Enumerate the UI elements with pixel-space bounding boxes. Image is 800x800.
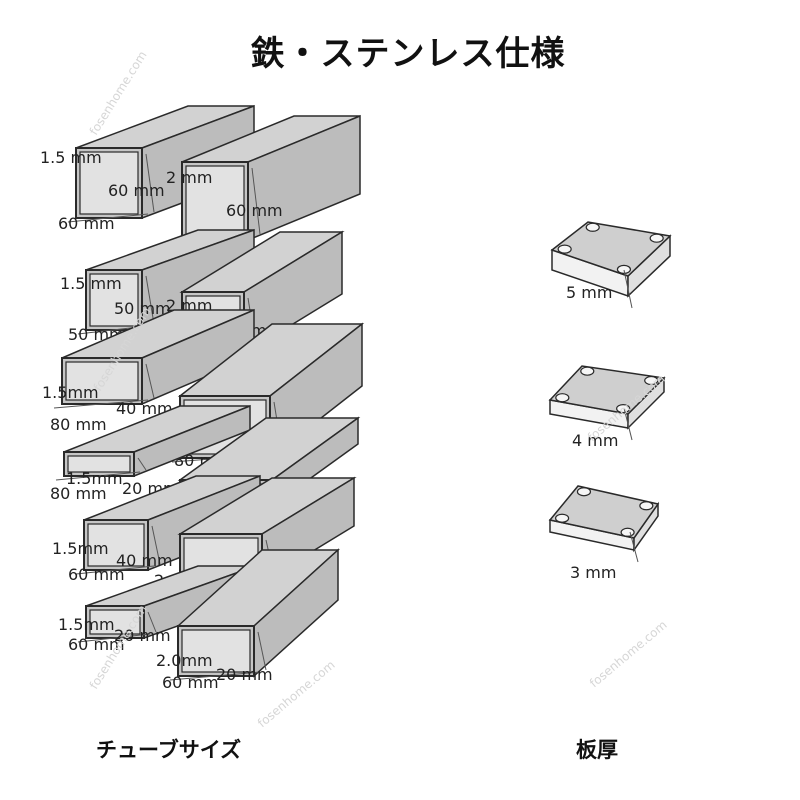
- tube-width-label: 60 mm: [58, 214, 115, 233]
- mounting-hole: [557, 244, 572, 254]
- tube-thickness-label: 2 mm: [166, 168, 212, 187]
- tube-height-label: 50 mm: [114, 299, 171, 318]
- tube-hollow: [181, 629, 251, 673]
- tube-hollow: [89, 609, 141, 635]
- caption-plate-thickness: 板厚: [576, 738, 618, 762]
- plate-top-face: [550, 221, 672, 277]
- dimension-line: [629, 531, 639, 563]
- tube-width-label: 60 mm: [68, 635, 125, 654]
- tube-width-label: 60 mm: [162, 673, 219, 692]
- dimension-line: [251, 167, 261, 235]
- tube-hollow: [65, 361, 139, 401]
- tube-thickness-label: 1.5mm: [58, 615, 115, 634]
- dimension-line: [67, 213, 149, 223]
- tube-height-label: 40 mm: [116, 399, 173, 418]
- plate-thickness-label: 3 mm: [570, 563, 616, 582]
- mounting-hole: [616, 264, 632, 274]
- tube-thickness-label: 1.5 mm: [40, 148, 102, 167]
- mounting-hole: [585, 222, 600, 232]
- dimension-line: [147, 611, 157, 633]
- tube-5: 1.5mm 40 mm 80 mm: [42, 308, 255, 434]
- watermark-text: fosenhome.com: [587, 618, 670, 691]
- dimension-line: [53, 399, 149, 409]
- plate-thickness-label: 4 mm: [572, 431, 618, 450]
- plate-3: 3 mm: [548, 485, 660, 582]
- mounting-hole: [580, 366, 595, 376]
- mounting-hole: [554, 513, 570, 523]
- tube-height-label: 60 mm: [108, 181, 165, 200]
- tube-hollow: [79, 151, 139, 215]
- dimension-line: [257, 631, 267, 671]
- plate-top-face: [548, 485, 660, 539]
- dimension-line: [151, 525, 161, 565]
- dimension-line: [623, 269, 633, 309]
- plate-4: 4 mm: [548, 365, 666, 450]
- dimension-line: [145, 275, 155, 325]
- mounting-hole: [616, 404, 631, 414]
- mounting-hole: [576, 487, 592, 497]
- dimension-line: [169, 671, 261, 681]
- dimension-line: [137, 457, 147, 471]
- tube-thickness-label: 1.5mm: [66, 469, 123, 488]
- plate-thickness-label: 5 mm: [566, 283, 612, 302]
- tube-height-label: 20 mm: [216, 665, 273, 684]
- tube-hollow: [67, 455, 131, 473]
- mounting-hole: [555, 393, 570, 403]
- mounting-hole: [649, 233, 664, 243]
- plate-top-face: [548, 365, 666, 415]
- tube-thickness-label: 1.5 mm: [60, 274, 122, 293]
- dimension-line: [55, 471, 141, 481]
- mounting-hole: [644, 375, 659, 386]
- dimension-line: [145, 153, 155, 213]
- tube-hollow: [185, 165, 245, 237]
- tube-thickness-label: 1.5mm: [42, 383, 99, 402]
- tube-width-label: 60 mm: [68, 565, 125, 584]
- tube-width-label: 80 mm: [50, 415, 107, 434]
- tube-hollow: [89, 273, 139, 327]
- tube-height-label: 40 mm: [116, 551, 173, 570]
- plate-5: 5 mm: [550, 221, 672, 309]
- tube-height-label: 20 mm: [114, 626, 171, 645]
- page-title: 鉄・ステンレス仕様: [250, 34, 566, 74]
- tube-hollow: [87, 523, 145, 567]
- mounting-hole: [639, 501, 654, 511]
- tube-height-label: 60 mm: [226, 201, 283, 220]
- mounting-hole: [620, 527, 635, 537]
- dimension-line: [145, 363, 155, 399]
- tube-thickness-label: 2.0mm: [156, 651, 213, 670]
- dimension-line: [75, 565, 155, 575]
- dimension-line: [623, 407, 633, 441]
- tube-width-label: 80 mm: [50, 484, 107, 503]
- dimension-line: [77, 633, 151, 643]
- caption-tube-sizes: チューブサイズ: [96, 738, 242, 762]
- tube-thickness-label: 1.5mm: [52, 539, 109, 558]
